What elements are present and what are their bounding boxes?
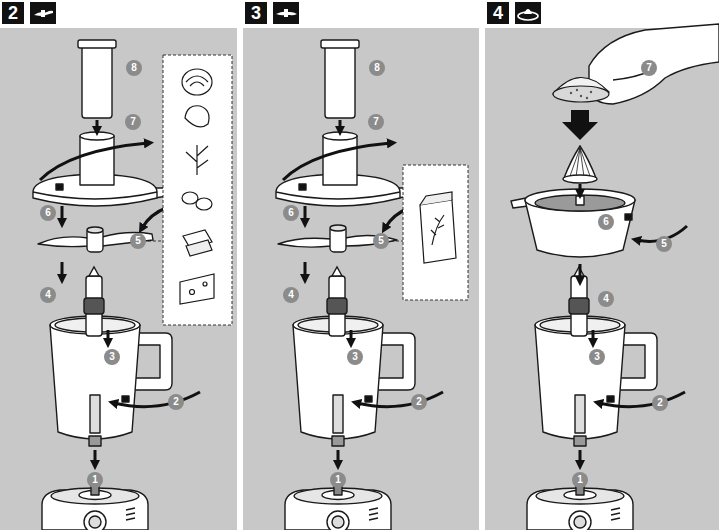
citrus-half — [576, 89, 578, 91]
tool-icon — [273, 2, 299, 24]
whipping-blade — [278, 225, 397, 252]
citrus-half — [553, 77, 609, 102]
step-number: 3 — [251, 4, 261, 22]
callout-number: 7 — [125, 114, 141, 130]
assembly-arrow — [579, 184, 582, 193]
step-number-box: 2 — [2, 2, 24, 24]
callout-number: 1 — [572, 472, 588, 488]
citrus-half — [586, 97, 588, 99]
callout-number: 7 — [641, 60, 657, 76]
food-inset — [186, 145, 208, 175]
callout-number: 8 — [126, 60, 142, 76]
assembly-arrow — [562, 110, 598, 140]
food-inset — [420, 192, 456, 263]
whipping-blade — [330, 225, 346, 231]
food-inset — [163, 55, 232, 325]
step-number: 2 — [8, 4, 18, 22]
sieve — [535, 195, 625, 211]
citrus-half — [553, 86, 609, 102]
citrus-half — [590, 91, 592, 93]
callout-number: 3 — [589, 349, 605, 365]
tool-icon — [34, 11, 53, 16]
callout-number: 5 — [130, 233, 146, 249]
callout-number: 4 — [40, 287, 56, 303]
callout-number: 5 — [656, 236, 672, 252]
callout-number: 7 — [368, 114, 384, 130]
food-inset — [163, 55, 232, 325]
food-inset — [431, 215, 444, 245]
press-cone — [570, 148, 590, 177]
press-cone — [564, 146, 596, 178]
assembly-illustration — [276, 40, 411, 278]
food-inset — [186, 240, 212, 256]
step-number: 4 — [493, 4, 503, 22]
sieve — [625, 214, 632, 220]
whipping-blade — [345, 235, 397, 246]
tool-icon — [284, 9, 288, 17]
chopping-blade — [38, 237, 88, 247]
press-cone — [563, 175, 597, 183]
citrus-half — [570, 92, 572, 94]
step-number-box: 4 — [487, 2, 509, 24]
food-inset — [180, 69, 214, 304]
callout-number: 8 — [369, 60, 385, 76]
citrus-half — [580, 95, 582, 97]
callout-number: 3 — [347, 349, 363, 365]
food-inset — [203, 282, 207, 286]
chopping-blade — [87, 228, 103, 252]
whipping-blade — [278, 238, 331, 247]
step-number-box: 3 — [245, 2, 267, 24]
food-inset — [196, 198, 212, 210]
tool-icon — [524, 9, 532, 14]
chopping-blade — [87, 227, 103, 233]
callout-number: 4 — [283, 287, 299, 303]
tool-icon — [273, 2, 299, 24]
food-inset — [420, 192, 452, 205]
food-inset — [182, 192, 198, 204]
assembly-illustration — [33, 40, 168, 278]
callout-number: 6 — [40, 205, 56, 221]
callout-number: 6 — [283, 205, 299, 221]
whipping-blade — [330, 226, 346, 252]
tool-icon — [515, 2, 541, 24]
callout-number: 3 — [104, 349, 120, 365]
tool-icon — [30, 2, 56, 24]
callout-number: 2 — [168, 394, 184, 410]
callout-number: 2 — [411, 394, 427, 410]
callout-number: 6 — [598, 214, 614, 230]
food-inset — [420, 200, 456, 263]
callout-number: 4 — [598, 291, 614, 307]
food-inset — [403, 165, 468, 300]
assembly-arrow — [579, 264, 582, 280]
sieve — [511, 189, 635, 257]
press-cone — [563, 146, 597, 183]
tool-icon — [41, 10, 45, 17]
tool-icon — [515, 2, 541, 24]
food-inset — [182, 69, 212, 95]
sieve — [576, 196, 584, 205]
citrus-press — [511, 24, 719, 280]
food-inset — [186, 76, 208, 86]
food-inset — [185, 106, 209, 127]
panel-background — [0, 28, 237, 530]
callout-number: 1 — [87, 472, 103, 488]
food-inset — [180, 274, 214, 304]
chopping-blade — [38, 227, 153, 252]
assembly-arrow — [580, 184, 687, 280]
callout-number: 5 — [373, 233, 389, 249]
assembly-illustration — [285, 267, 443, 530]
panel-background — [243, 28, 479, 530]
tool-icon — [30, 2, 56, 24]
food-inset — [190, 290, 195, 295]
assembly-illustration — [527, 267, 685, 530]
callout-number: 1 — [330, 472, 346, 488]
food-inset — [403, 165, 468, 300]
callout-number: 2 — [652, 395, 668, 411]
